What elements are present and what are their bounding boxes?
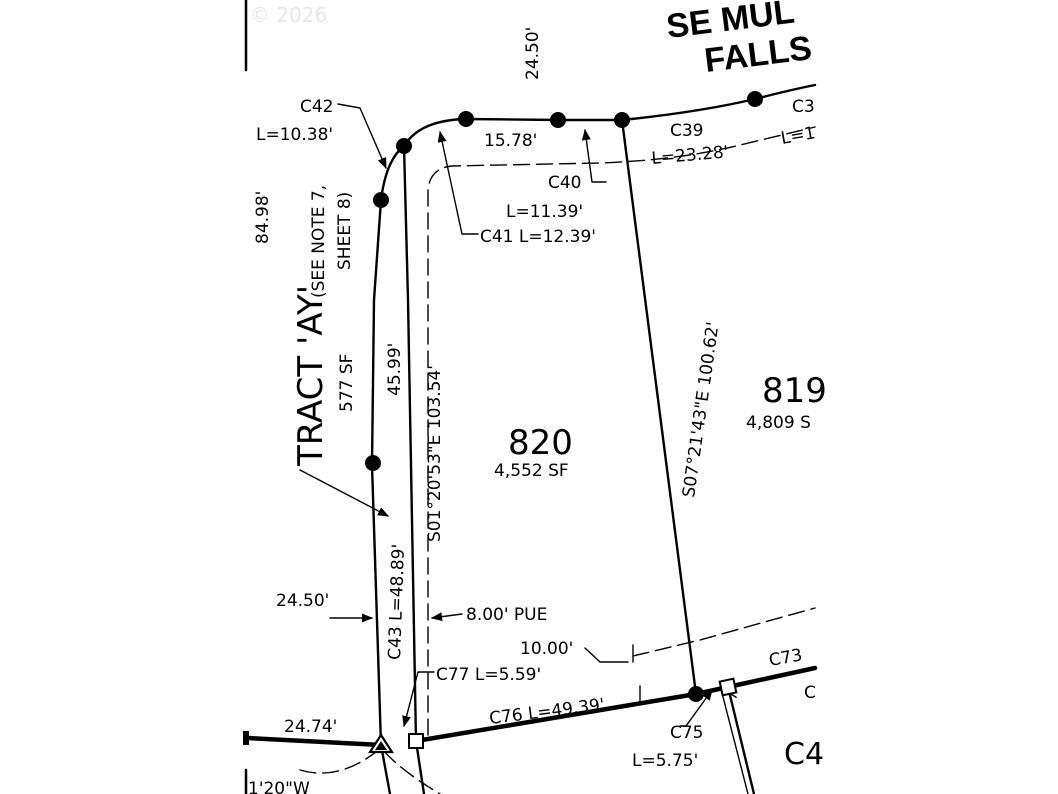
label-c77: C77 L=5.59' bbox=[436, 665, 541, 685]
leader-c75 bbox=[679, 689, 713, 727]
lot-line-south-right2 bbox=[721, 692, 749, 794]
tract-lot-line bbox=[402, 144, 418, 743]
lot-line-south-left bbox=[379, 743, 392, 794]
leader-c77 bbox=[402, 671, 435, 728]
south-row-line-left bbox=[245, 735, 384, 748]
label-c41: C41 L=12.39' bbox=[480, 227, 596, 247]
tract-name: TRACT 'AY' bbox=[291, 285, 331, 467]
monument-triangle-inner bbox=[375, 741, 387, 750]
label-c75: C75 bbox=[670, 723, 704, 743]
label-segment-15-78: 15.78' bbox=[484, 131, 537, 151]
monument-dot bbox=[688, 686, 704, 702]
label-c39-length: L=23.28' bbox=[651, 142, 730, 169]
leader-pue bbox=[430, 612, 463, 622]
monument-square bbox=[718, 677, 738, 697]
label-c43: C43 L=48.89' bbox=[385, 544, 409, 661]
lot-number-819: 819 bbox=[762, 371, 827, 411]
dashed-arc-bottom bbox=[299, 747, 441, 794]
label-c76: C76 L=49.39' bbox=[488, 695, 606, 729]
label-c39-length-2: L=1 bbox=[779, 123, 816, 149]
label-ten: 10.00' bbox=[520, 639, 573, 659]
leader-c40 bbox=[581, 128, 607, 183]
label-c40-length: L=11.39' bbox=[506, 202, 583, 222]
label-bearing-right: S07°21'43"E 100.62' bbox=[679, 321, 723, 499]
lot-east-line bbox=[620, 118, 698, 696]
lot-line-south-right bbox=[726, 685, 756, 794]
label-bearing-left: S01°20'53"E 103.54' bbox=[425, 365, 445, 542]
monument-dot bbox=[614, 112, 630, 128]
label-left-depth: 84.98' bbox=[253, 191, 273, 244]
tract-note: (SEE NOTE 7, bbox=[309, 185, 329, 298]
monument-dot bbox=[747, 91, 763, 107]
leader-c41 bbox=[437, 130, 479, 235]
label-c75-length: L=5.75' bbox=[632, 751, 698, 771]
label-pue: 8.00' PUE bbox=[466, 605, 547, 625]
label-bottom-bearing: 1'20"W bbox=[248, 779, 310, 794]
tract-area: 577 SF bbox=[337, 354, 357, 412]
label-c42: C42 bbox=[300, 97, 334, 117]
tract-note-2: SHEET 8) bbox=[335, 192, 355, 270]
end-tick-left bbox=[243, 731, 249, 745]
monument-square bbox=[408, 733, 424, 749]
label-c42-length: L=10.38' bbox=[256, 125, 333, 145]
lot-area-819: 4,809 S bbox=[746, 413, 811, 433]
lot-area-820: 4,552 SF bbox=[494, 461, 569, 481]
label-c4: C4 bbox=[784, 737, 824, 772]
leader-c42 bbox=[337, 103, 387, 170]
lot-line-south-mid bbox=[414, 739, 426, 794]
label-segment-24-74: 24.74' bbox=[284, 717, 337, 737]
label-c40: C40 bbox=[548, 173, 582, 193]
label-c73: C73 bbox=[767, 645, 803, 671]
monument-dot bbox=[365, 455, 381, 471]
monument-dot bbox=[373, 192, 389, 208]
label-c3x: C3 bbox=[792, 97, 815, 117]
offset-bracket bbox=[584, 644, 641, 703]
monument-dot bbox=[550, 112, 566, 128]
leader-tract bbox=[299, 469, 389, 517]
label-width-left: 24.50' bbox=[276, 591, 329, 611]
label-c-right: C bbox=[804, 683, 816, 703]
pue-dashed-south bbox=[632, 607, 816, 657]
monument-dot bbox=[458, 111, 474, 127]
lot-number-820: 820 bbox=[508, 423, 573, 463]
monument-dot bbox=[396, 138, 412, 154]
watermark: © 2026 bbox=[250, 3, 327, 27]
label-segment-45-99: 45.99' bbox=[385, 343, 405, 396]
pue-dashed-line bbox=[427, 126, 816, 736]
label-top-width: 24.50' bbox=[523, 27, 543, 80]
label-c39: C39 bbox=[670, 121, 704, 141]
north-boundary bbox=[402, 83, 817, 148]
